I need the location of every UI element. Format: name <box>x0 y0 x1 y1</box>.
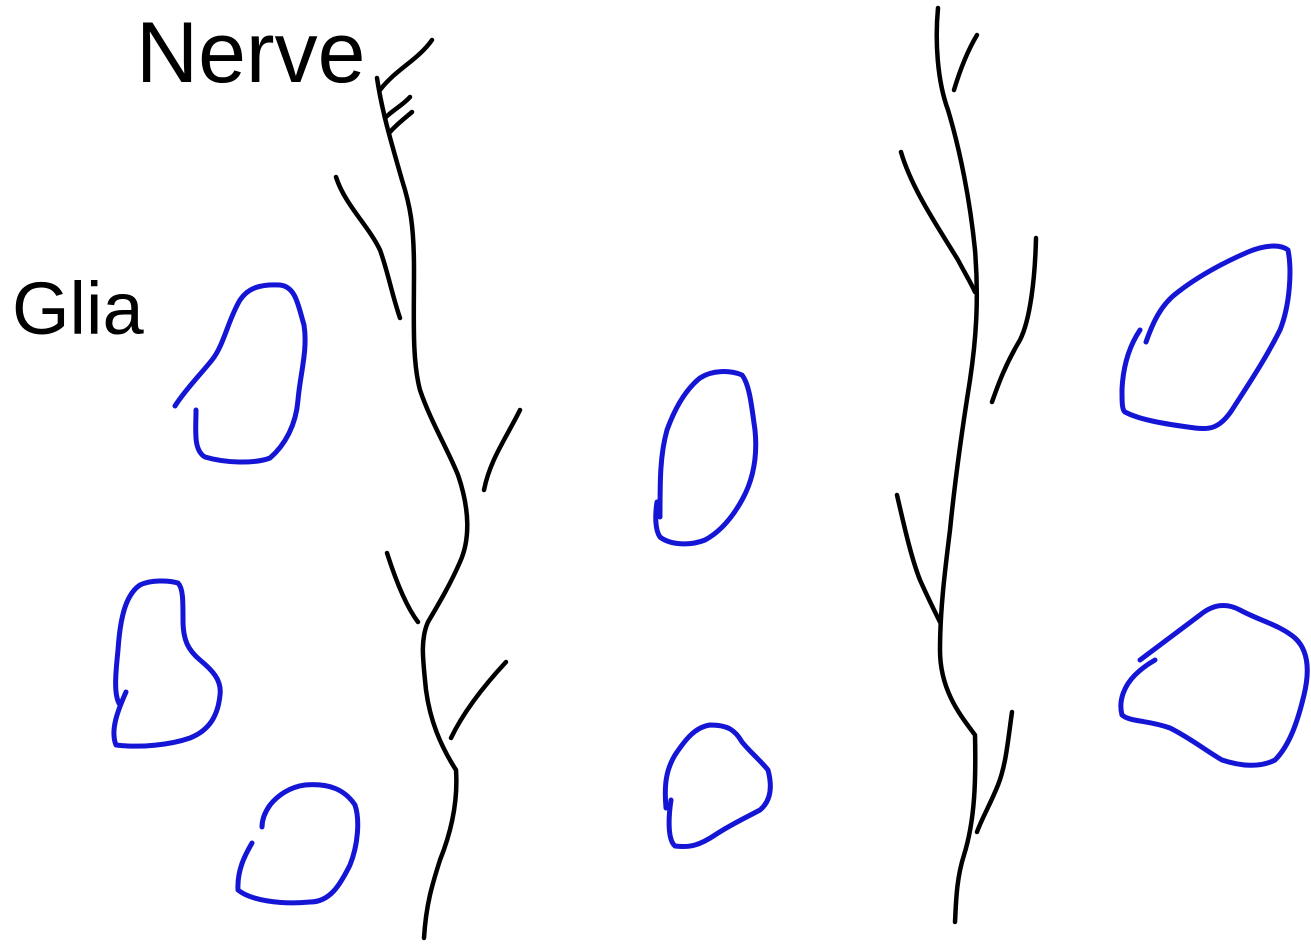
nerve-right-branch <box>897 495 940 622</box>
glia-cell <box>114 581 220 746</box>
glia-cell <box>656 372 756 544</box>
glia-cell <box>665 725 770 847</box>
nerve-right-trunk <box>937 8 977 922</box>
glia-cell <box>1122 246 1290 429</box>
nerve-left-branch <box>451 662 506 738</box>
nerve-left-branch <box>380 40 432 90</box>
glia-cell <box>238 785 358 903</box>
nerve-right-branch <box>954 35 977 90</box>
glia-cell <box>175 285 305 462</box>
nerve-left-branch <box>484 410 520 490</box>
glia-cells <box>114 246 1307 903</box>
nerve-fiber-right <box>897 8 1036 922</box>
nerve-left-branch <box>336 177 400 318</box>
nerve-left-branch <box>387 553 418 622</box>
nerve-right-branch <box>977 712 1012 832</box>
nerve-left-trunk <box>377 78 467 938</box>
nerve-fiber-left <box>336 40 520 938</box>
nerve-left-branch <box>390 112 412 132</box>
glia-cell <box>1121 605 1307 765</box>
nerve-right-branch <box>992 238 1036 402</box>
